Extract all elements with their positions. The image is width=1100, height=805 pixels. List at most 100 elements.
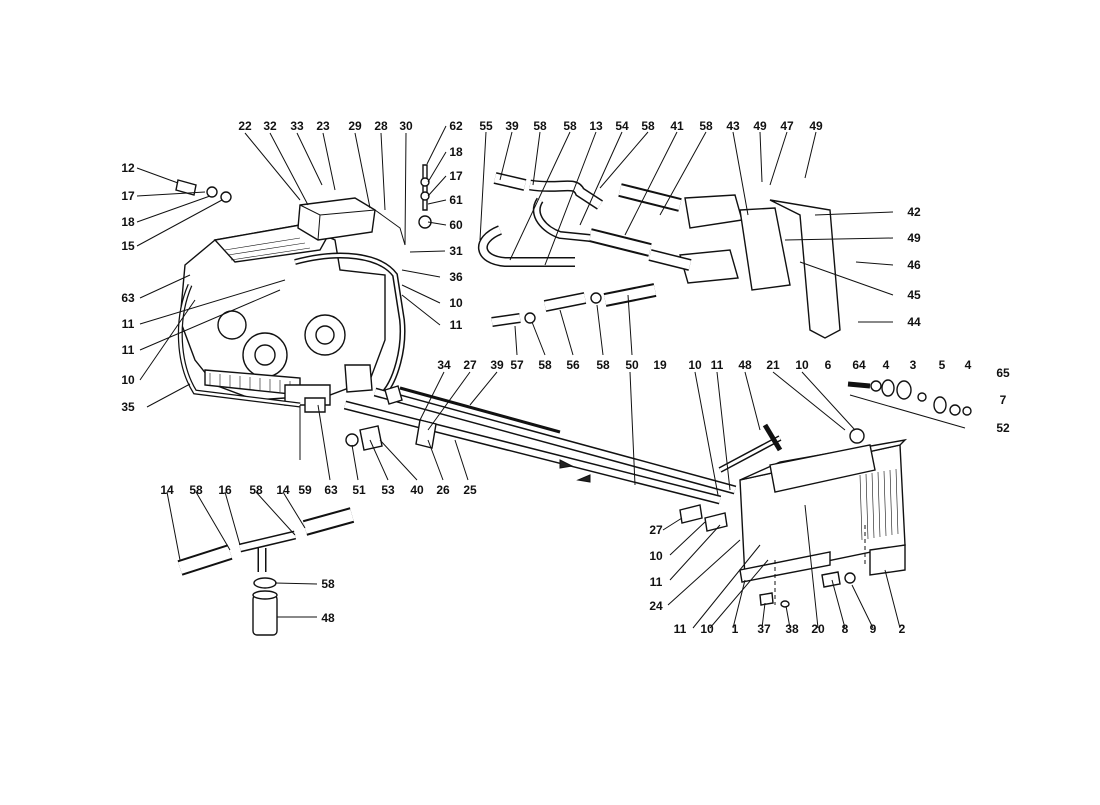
part-label-8: 8 [841, 622, 849, 636]
part-label-55: 55 [479, 119, 493, 133]
part-label-18b: 18 [121, 215, 135, 229]
part-label-25: 25 [463, 483, 477, 497]
part-label-41: 41 [670, 119, 684, 133]
part-label-10b: 10 [121, 373, 135, 387]
part-label-5: 5 [938, 358, 946, 372]
part-label-21: 21 [766, 358, 780, 372]
part-label-36: 36 [449, 270, 463, 284]
part-label-63a: 63 [121, 291, 135, 305]
part-label-20: 20 [811, 622, 825, 636]
part-label-27a: 27 [463, 358, 477, 372]
part-label-11f: 11 [673, 622, 687, 636]
part-label-58e: 58 [538, 358, 552, 372]
part-label-40: 40 [410, 483, 424, 497]
part-label-11e: 11 [649, 575, 663, 589]
part-label-42: 42 [907, 205, 921, 219]
radiator [679, 423, 908, 608]
part-label-10f: 10 [700, 622, 714, 636]
part-label-62: 62 [449, 119, 463, 133]
part-label-58c: 58 [641, 119, 655, 133]
part-label-47: 47 [780, 119, 794, 133]
leader-lines [136, 125, 901, 629]
part-label-6: 6 [824, 358, 832, 372]
part-label-30: 30 [399, 119, 413, 133]
part-label-58f: 58 [596, 358, 610, 372]
part-label-4a: 4 [882, 358, 890, 372]
part-label-50: 50 [625, 358, 639, 372]
mounting-bushings [847, 379, 972, 429]
t-fitting-assembly [177, 507, 355, 636]
part-label-58d: 58 [699, 119, 713, 133]
part-label-18: 18 [449, 145, 463, 159]
part-label-56: 56 [566, 358, 580, 372]
part-label-11a: 11 [449, 318, 463, 332]
part-label-37: 37 [757, 622, 771, 636]
part-label-49a: 49 [753, 119, 767, 133]
part-label-4b: 4 [964, 358, 972, 372]
part-label-26: 26 [436, 483, 450, 497]
part-label-3: 3 [909, 358, 917, 372]
part-label-38: 38 [785, 622, 799, 636]
part-label-2: 2 [898, 622, 906, 636]
part-label-63b: 63 [324, 483, 338, 497]
part-label-1: 1 [731, 622, 739, 636]
loose-hoses [491, 283, 657, 327]
part-label-45: 45 [907, 288, 921, 302]
part-label-14a: 14 [160, 483, 174, 497]
part-label-52: 52 [996, 421, 1010, 435]
part-label-15: 15 [121, 239, 135, 253]
part-label-39b: 39 [490, 358, 504, 372]
part-label-12: 12 [121, 161, 135, 175]
part-label-16: 16 [218, 483, 232, 497]
part-label-33: 33 [290, 119, 304, 133]
part-label-48a: 48 [738, 358, 752, 372]
part-label-58i: 58 [321, 577, 335, 591]
part-label-48b: 48 [321, 611, 335, 625]
part-label-35: 35 [121, 400, 135, 414]
part-label-65: 65 [996, 366, 1010, 380]
part-label-43: 43 [726, 119, 740, 133]
part-label-61: 61 [449, 193, 463, 207]
part-label-28: 28 [374, 119, 388, 133]
radiator-pipes [304, 385, 737, 505]
engine-assembly [179, 224, 386, 406]
part-label-58a: 58 [533, 119, 547, 133]
part-label-64: 64 [852, 358, 866, 372]
part-label-29: 29 [348, 119, 362, 133]
part-label-46: 46 [907, 258, 921, 272]
part-label-31: 31 [449, 244, 463, 258]
part-label-10a: 10 [449, 296, 463, 310]
part-label-10c: 10 [688, 358, 702, 372]
part-label-11d: 11 [710, 358, 724, 372]
part-label-49b: 49 [809, 119, 823, 133]
part-label-10d: 10 [795, 358, 809, 372]
part-label-54: 54 [615, 119, 629, 133]
part-label-22: 22 [238, 119, 252, 133]
part-label-49c: 49 [907, 231, 921, 245]
part-label-58h: 58 [249, 483, 263, 497]
part-label-19: 19 [653, 358, 667, 372]
part-label-60: 60 [449, 218, 463, 232]
part-label-32: 32 [263, 119, 277, 133]
part-label-58g: 58 [189, 483, 203, 497]
part-label-24: 24 [649, 599, 663, 613]
part-label-58b: 58 [563, 119, 577, 133]
part-label-11c: 11 [121, 343, 135, 357]
part-label-13: 13 [589, 119, 603, 133]
part-label-10e: 10 [649, 549, 663, 563]
part-label-34: 34 [437, 358, 451, 372]
part-label-23: 23 [316, 119, 330, 133]
part-label-39a: 39 [505, 119, 519, 133]
part-label-7: 7 [999, 393, 1007, 407]
part-label-14b: 14 [276, 483, 290, 497]
part-label-53: 53 [381, 483, 395, 497]
part-label-9: 9 [869, 622, 877, 636]
heater-valve-assembly [477, 172, 841, 339]
part-label-11b: 11 [121, 317, 135, 331]
part-label-44: 44 [907, 315, 921, 329]
expansion-tank [297, 197, 376, 241]
part-label-59: 59 [298, 483, 312, 497]
fastener-hardware [175, 164, 432, 229]
